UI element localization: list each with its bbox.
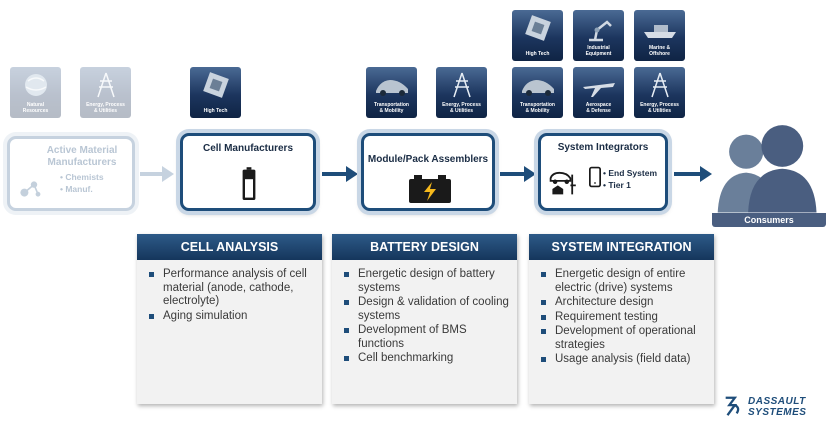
robot-arm-icon <box>589 20 612 42</box>
stage-title: Cell Manufacturers <box>202 143 294 154</box>
list-item: Energetic design of entire electric (dri… <box>539 268 708 295</box>
stage-module-pack-assemblers: Module/Pack Assemblers <box>361 133 495 211</box>
tile-energy-process-utilities: Energy, Process & Utilities <box>436 67 487 118</box>
sub-item-chemists: • Chemists <box>60 172 104 182</box>
panel-list: Energetic design of battery systems Desi… <box>332 260 517 366</box>
power-pylon-icon <box>97 72 115 98</box>
list-item: Usage analysis (field data) <box>539 353 708 367</box>
list-item: Aging simulation <box>147 310 316 324</box>
stage-active-material-manufacturers: Active Material Manufacturers • Chemists… <box>7 136 135 211</box>
power-pylon-icon <box>651 72 669 98</box>
stage-title: Active Material Manufacturers <box>46 145 118 168</box>
panel-cell-analysis: CELL ANALYSIS Performance analysis of ce… <box>137 234 322 404</box>
stage-cell-manufacturers: Cell Manufacturers <box>180 133 316 211</box>
globe-icon <box>25 74 47 96</box>
sub-item-manuf: • Manuf. <box>60 184 93 194</box>
panel-battery-design: BATTERY DESIGN Energetic design of batte… <box>332 234 517 404</box>
list-item: Development of operational strategies <box>539 325 708 352</box>
tile-industrial-equipment: Industrial Equipment <box>573 10 624 61</box>
panel-title: BATTERY DESIGN <box>332 234 517 260</box>
panel-title: SYSTEM INTEGRATION <box>529 234 714 260</box>
airplane-icon <box>583 83 615 97</box>
arrow-to-cell-manufacturers <box>140 166 174 182</box>
stage-title: System Integrators <box>557 142 649 153</box>
tile-energy-process-utilities: Energy, Process & Utilities <box>80 67 131 118</box>
ship-icon <box>644 25 676 38</box>
stage-system-integrators: System Integrators • End System • Tier 1 <box>538 133 668 211</box>
molecule-icon <box>20 181 41 197</box>
list-item: Cell benchmarking <box>342 352 511 366</box>
sub-item-end-system: • End System <box>603 168 657 178</box>
logo-text-line1: DASSAULT <box>748 396 806 407</box>
arrow-to-consumers <box>674 166 712 182</box>
list-item: Requirement testing <box>539 311 708 325</box>
list-item: Energetic design of battery systems <box>342 268 511 295</box>
panel-system-integration: SYSTEM INTEGRATION Energetic design of e… <box>529 234 714 404</box>
panel-list: Energetic design of entire electric (dri… <box>529 260 714 367</box>
sub-item-tier-1: • Tier 1 <box>603 180 631 190</box>
tile-high-tech: High Tech <box>512 10 563 61</box>
tile-transportation-mobility: Transportation & Mobility <box>366 67 417 118</box>
arrow-to-module-pack <box>322 166 358 182</box>
logo-text-line2: SYSTEMES <box>748 407 807 418</box>
tile-energy-process-utilities: Energy, Process & Utilities <box>634 67 685 118</box>
list-item: Architecture design <box>539 296 708 310</box>
tile-aerospace-defense: Aerospace & Defense <box>573 67 624 118</box>
dassault-systemes-logo: DASSAULT SYSTEMES <box>722 394 826 420</box>
chip-icon <box>203 72 229 98</box>
battery-pack-icon <box>409 175 451 203</box>
smartphone-icon <box>589 166 601 188</box>
list-item: Performance analysis of cell material (a… <box>147 268 316 309</box>
tile-marine-offshore: Marine & Offshore <box>634 10 685 61</box>
3ds-logo-icon <box>725 396 740 416</box>
list-item: Development of BMS functions <box>342 324 511 351</box>
consumers-icon <box>717 125 817 213</box>
tile-transportation-mobility: Transportation & Mobility <box>512 67 563 118</box>
stage-title: Module/Pack Assemblers <box>367 154 489 165</box>
tile-high-tech: High Tech <box>190 67 241 118</box>
panel-list: Performance analysis of cell material (a… <box>137 260 322 323</box>
car-icon <box>522 80 554 96</box>
car-icon <box>376 80 408 96</box>
chip-icon <box>525 15 551 41</box>
list-item: Design & validation of cooling systems <box>342 296 511 323</box>
ev-charging-house-icon <box>549 171 576 195</box>
consumers-label: Consumers <box>712 213 826 227</box>
battery-cell-icon <box>242 167 256 200</box>
panel-title: CELL ANALYSIS <box>137 234 322 260</box>
arrow-to-system-integrators <box>500 166 536 182</box>
tile-natural-resources: Natural Resources <box>10 67 61 118</box>
power-pylon-icon <box>453 72 471 98</box>
